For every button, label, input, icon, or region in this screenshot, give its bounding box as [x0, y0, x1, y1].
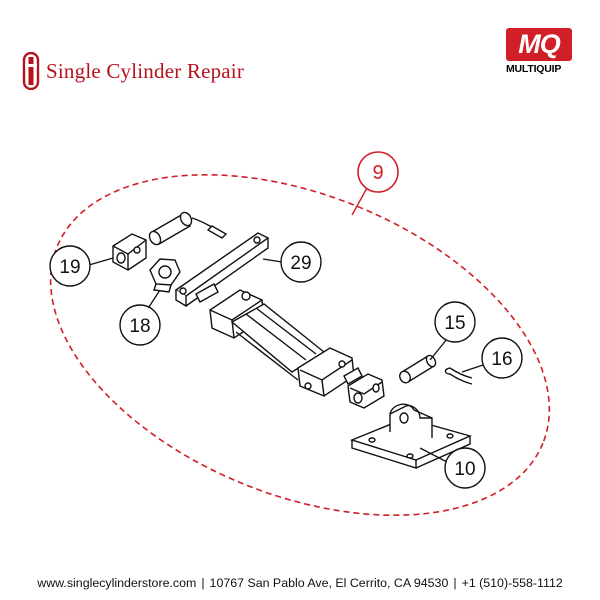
footer-address: 10767 San Pablo Ave, El Cerrito, CA 9453…: [209, 576, 449, 590]
rod-clevis: [347, 373, 385, 409]
callout-29[interactable]: 29: [262, 241, 322, 283]
callout-19-label: 19: [59, 257, 80, 278]
cylinder-logo-icon: [22, 52, 40, 90]
clevis-pin-top: [148, 211, 228, 246]
callout-18-label: 18: [129, 316, 150, 337]
pin-part: [399, 354, 437, 384]
plate-part: [174, 232, 270, 308]
callout-10-leader: [419, 447, 448, 463]
clevis-part: [112, 233, 147, 271]
callout-9-circle: [357, 151, 399, 193]
callout-19[interactable]: 19: [49, 245, 114, 287]
cotter-pin-part: [444, 367, 473, 385]
footer-separator: |: [453, 576, 457, 590]
mq-logo-letters: MQ: [518, 29, 561, 59]
mounting-bracket-part: [349, 403, 473, 469]
callout-29-label: 29: [290, 253, 311, 274]
callout-15[interactable]: 15: [429, 301, 476, 361]
callout-18-circle: [119, 304, 161, 346]
footer: www.singlecylinderstore.com | 10767 San Pa…: [0, 576, 600, 590]
callout-15-leader: [429, 338, 448, 361]
callout-10[interactable]: 10: [419, 447, 486, 489]
multiquip-logo: MQ MULTIQUIP: [506, 28, 578, 86]
callout-29-circle: [280, 241, 322, 283]
hydraulic-cylinder: [195, 283, 363, 397]
callout-10-label: 10: [454, 459, 475, 480]
callout-10-circle: [444, 447, 486, 489]
callout-9[interactable]: 9: [351, 151, 399, 216]
mq-logo-box: MQ: [506, 28, 572, 61]
callout-16-circle: [481, 337, 523, 379]
callout-16-leader: [461, 364, 484, 373]
brand-name: Single Cylinder Repair: [46, 58, 245, 83]
callout-19-leader: [88, 257, 114, 266]
callout-9-leader: [351, 187, 368, 216]
callout-16[interactable]: 16: [461, 337, 523, 379]
assembly-boundary: [49, 173, 551, 517]
footer-separator: |: [201, 576, 205, 590]
callout-18[interactable]: 18: [119, 289, 161, 346]
hex-nut-part: [149, 258, 181, 293]
callout-16-label: 16: [491, 349, 512, 370]
callout-29-leader: [262, 258, 283, 263]
callout-9-label: 9: [372, 162, 383, 184]
callout-15-circle: [434, 301, 476, 343]
callout-15-label: 15: [444, 313, 465, 334]
callout-19-circle: [49, 245, 91, 287]
footer-website-link[interactable]: www.singlecylinderstore.com: [37, 576, 197, 590]
footer-phone[interactable]: +1 (510)-558-1112: [461, 576, 563, 590]
brand: Single Cylinder Repair: [20, 52, 244, 90]
mq-logo-wordmark: MULTIQUIP: [506, 63, 562, 75]
